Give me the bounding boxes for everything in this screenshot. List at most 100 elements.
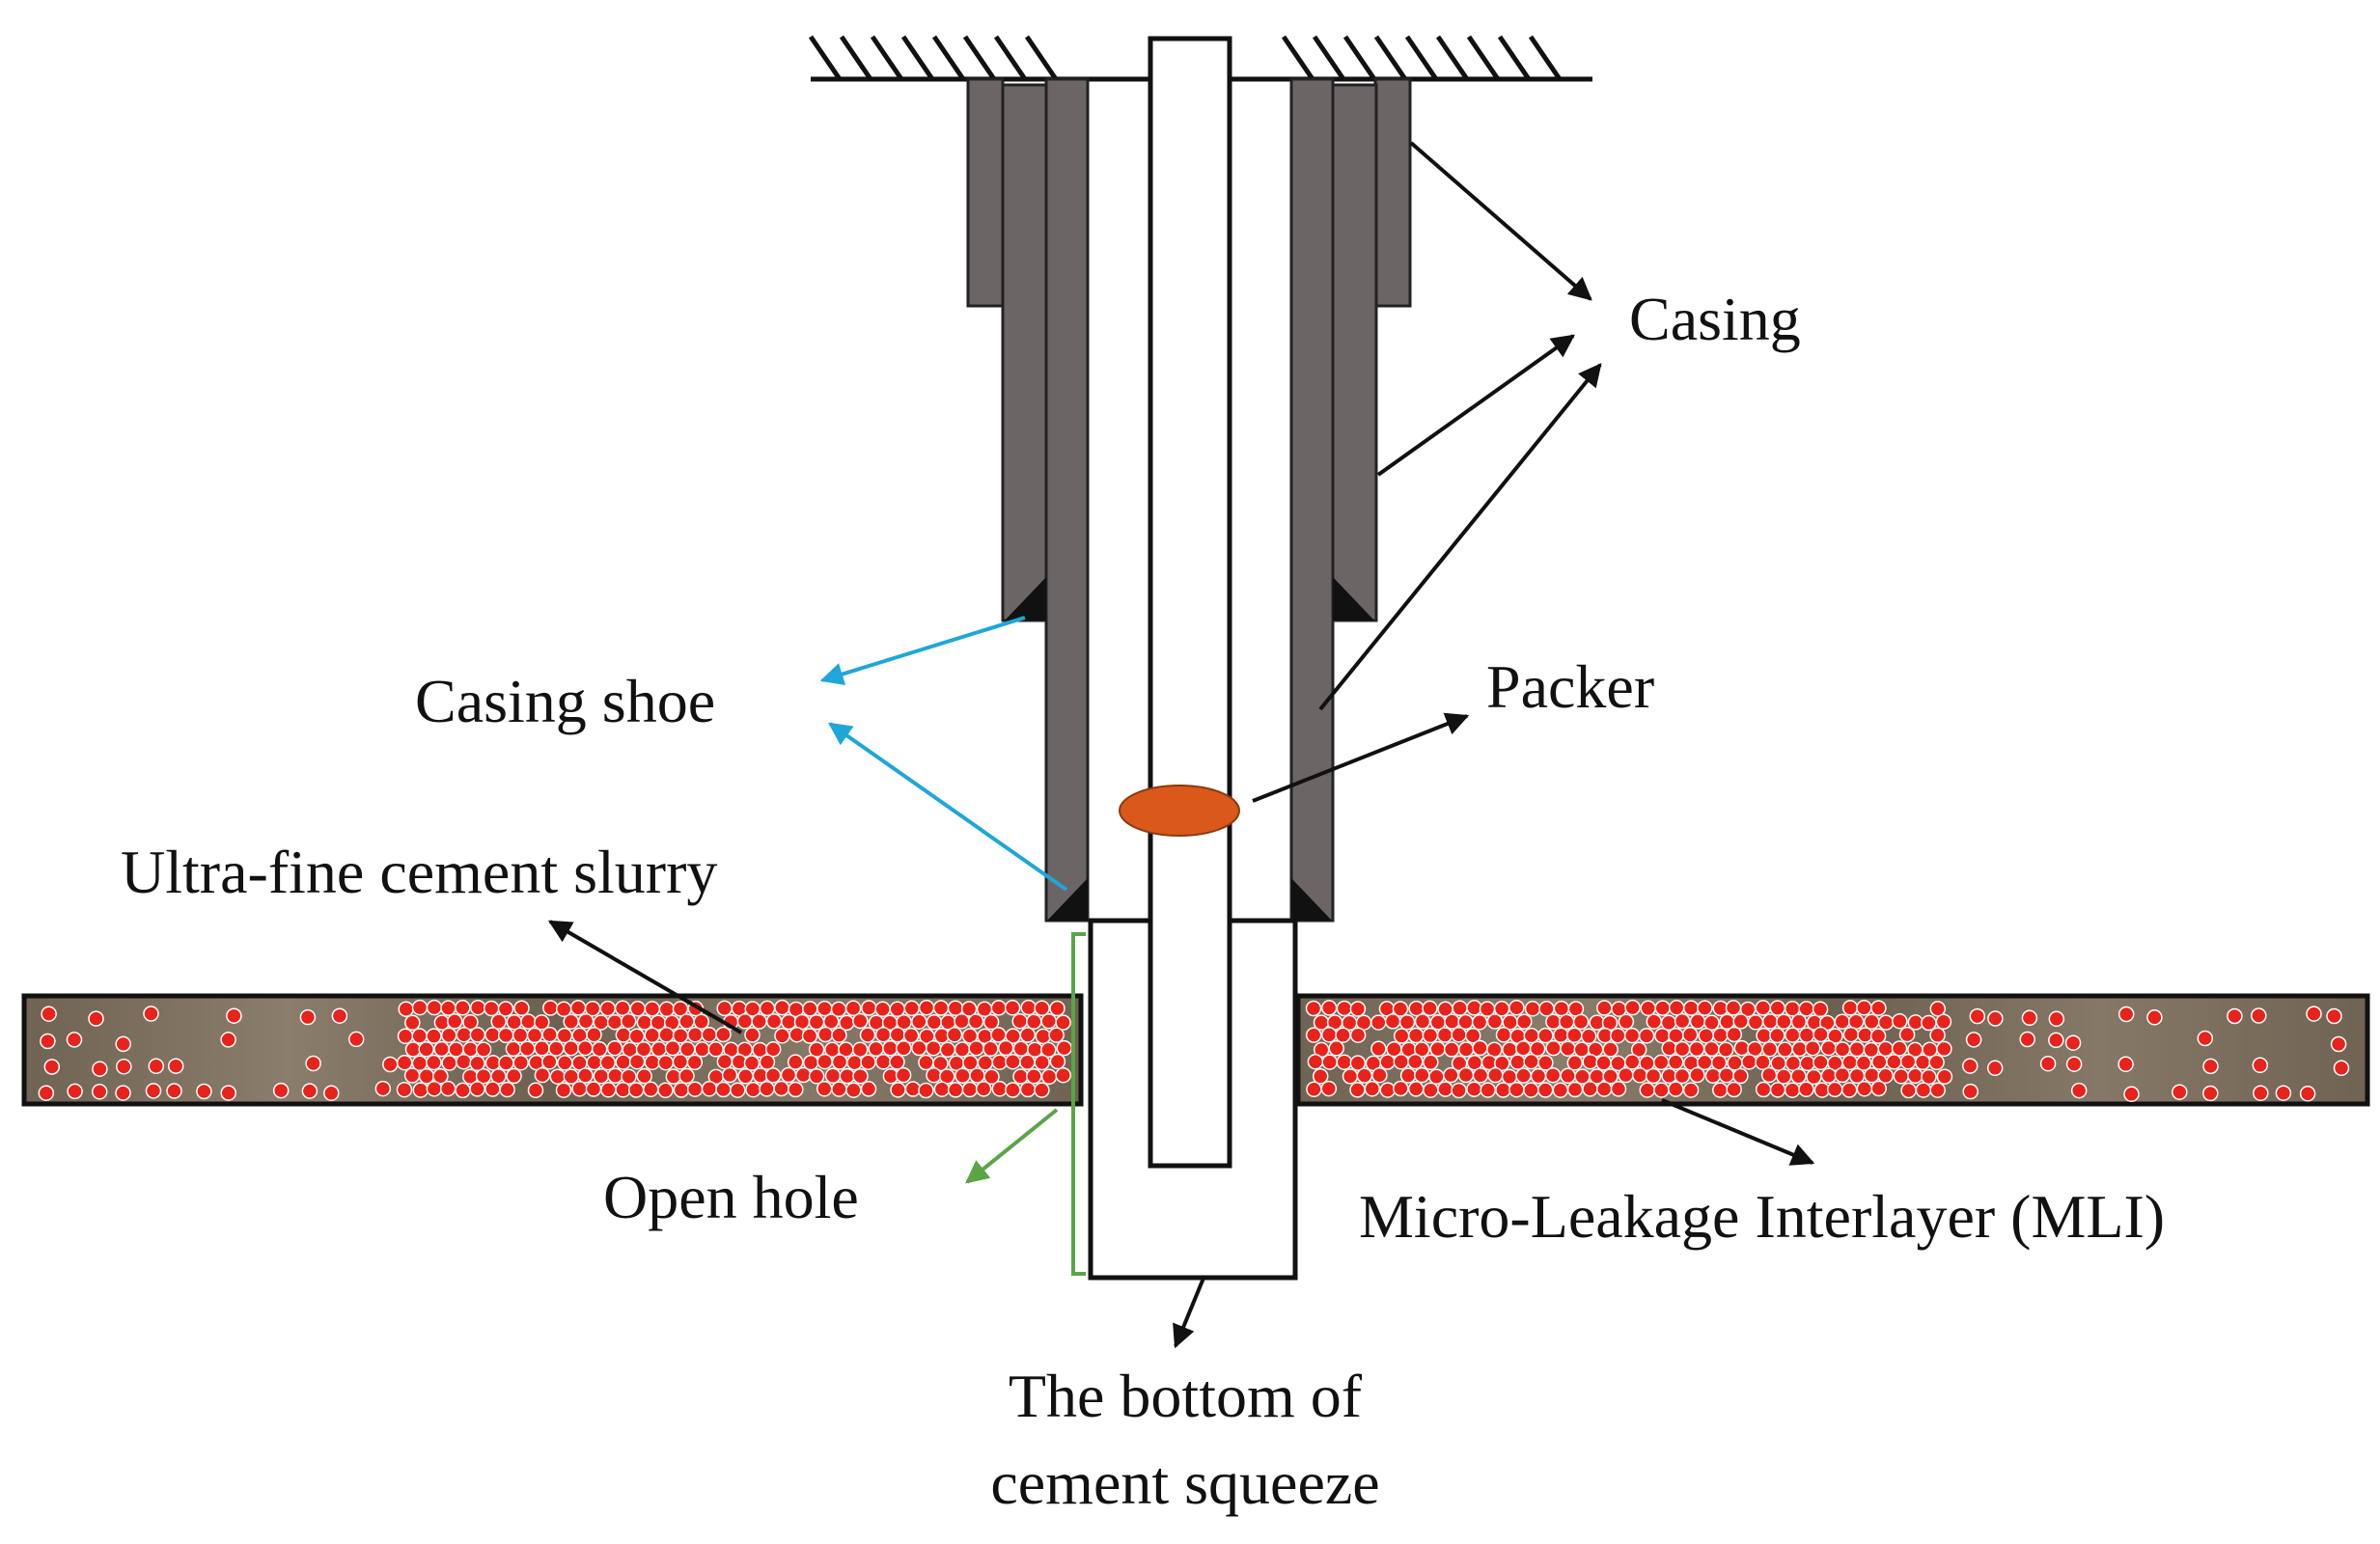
slurry-particle [759,1000,776,1017]
slurry-particle [1712,1027,1729,1044]
slurry-particle [1515,1067,1532,1084]
slurry-particle [506,1067,522,1085]
slurry-particle [1987,1010,2004,1027]
slurry-particle [629,1001,647,1017]
slurry-particle [816,1053,833,1070]
label-open-hole: Open hole [603,1163,859,1231]
slurry-particle [925,1039,942,1057]
slurry-particle [1756,1027,1772,1044]
slurry-particle [1349,1001,1367,1017]
slurry-particle [299,1008,317,1026]
slurry-particle [1697,1054,1713,1071]
slurry-particle [2048,1010,2065,1028]
hatch-line [931,35,966,81]
slurry-particle [1566,1081,1584,1098]
slurry-particle [1312,1068,1329,1085]
slurry-particle [1370,1014,1387,1031]
slurry-particle [1595,1055,1612,1071]
slurry-particle [418,1041,434,1058]
slurry-particle [2064,1034,2082,1051]
slurry-particle [1639,1082,1656,1098]
slurry-particle [1769,1000,1786,1016]
slurry-particle [440,1027,457,1044]
slurry-particle [1848,1040,1866,1058]
slurry-particle [301,1083,318,1099]
slurry-particle [874,1026,892,1043]
slurry-particle [947,1082,964,1098]
slurry-particle [1040,1068,1058,1086]
slurry-particle [1049,1000,1065,1017]
slurry-particle [542,1000,559,1016]
slurry-particle [1898,1026,1916,1043]
slurry-particle [1320,1080,1338,1097]
arrow-casing-3 [1318,363,1602,711]
slurry-particle [764,1067,782,1084]
slurry-particle [1306,1081,1322,1098]
slurry-particle [1560,1067,1576,1085]
slurry-particle [1602,1068,1619,1085]
label-casing: Casing [1629,285,1801,353]
slurry-particle [1466,1000,1482,1016]
slurry-particle [672,1001,689,1017]
slurry-particle [664,1039,681,1057]
slurry-particle [1034,1082,1050,1098]
slurry-particle [512,1054,529,1071]
labels: Casing Casing shoe Packer Ultra-fine cem… [121,285,2165,1517]
slurry-particle [1611,1001,1627,1017]
slurry-particle [644,1054,661,1071]
slurry-particle [1710,1054,1728,1071]
slurry-particle [816,1081,833,1097]
slurry-particle [650,1040,668,1058]
slurry-particle [1667,1054,1684,1070]
slurry-particle [743,1055,761,1071]
slurry-particle [396,1054,413,1071]
slurry-particle [145,1083,162,1099]
slurry-particle [226,1007,242,1024]
slurry-particle [484,1027,501,1043]
arrow-casing-1 [1409,141,1592,301]
slurry-particle [1785,1027,1801,1043]
slurry-particle [115,1085,131,1101]
slurry-particle [563,1039,579,1057]
slurry-particle [586,1026,602,1043]
slurry-particle [1379,1082,1397,1098]
slurry-particle [954,1012,970,1030]
slurry-particle [787,1054,804,1070]
slurry-particle [1501,1068,1518,1086]
slurry-particle [1784,1082,1801,1098]
casing-shoe-inner-left [1047,878,1088,921]
slurry-particle [1393,1028,1410,1044]
slurry-particle [852,1067,869,1085]
hatch-line [1312,35,1346,81]
arrow-mli [1661,1098,1815,1166]
slurry-particle [620,1013,637,1030]
slurry-particle [1464,1027,1481,1044]
slurry-particle [1012,1040,1030,1057]
slurry-particle [469,999,486,1016]
hatch-line [1435,35,1470,81]
slurry-particle [2197,1030,2214,1047]
slurry-particle [701,1081,718,1097]
slurry-particle [534,1040,550,1057]
slurry-particle [1891,1040,1908,1057]
slurry-particle [1804,1039,1821,1057]
slurry-particle [469,1081,485,1097]
slurry-particle [1725,1000,1742,1016]
slurry-particle [1682,1000,1700,1016]
slurry-particle [541,1054,558,1070]
slurry-particle [1524,1001,1541,1017]
slurry-particle [1336,1000,1353,1017]
slurry-particle [1834,1041,1851,1058]
slurry-particle [1798,1027,1815,1043]
slurry-particle [1423,1054,1439,1071]
slurry-particle [636,1067,652,1085]
slurry-particle [432,1068,449,1085]
slurry-particle [2306,1006,2322,1022]
slurry-particle [323,1085,340,1102]
ground-hatch-left [808,35,1059,81]
slurry-particle [1886,1054,1902,1070]
slurry-particle [1618,1013,1635,1031]
slurry-particle [774,999,790,1016]
slurry-particle [1399,1067,1417,1084]
slurry-particle [918,1054,934,1071]
